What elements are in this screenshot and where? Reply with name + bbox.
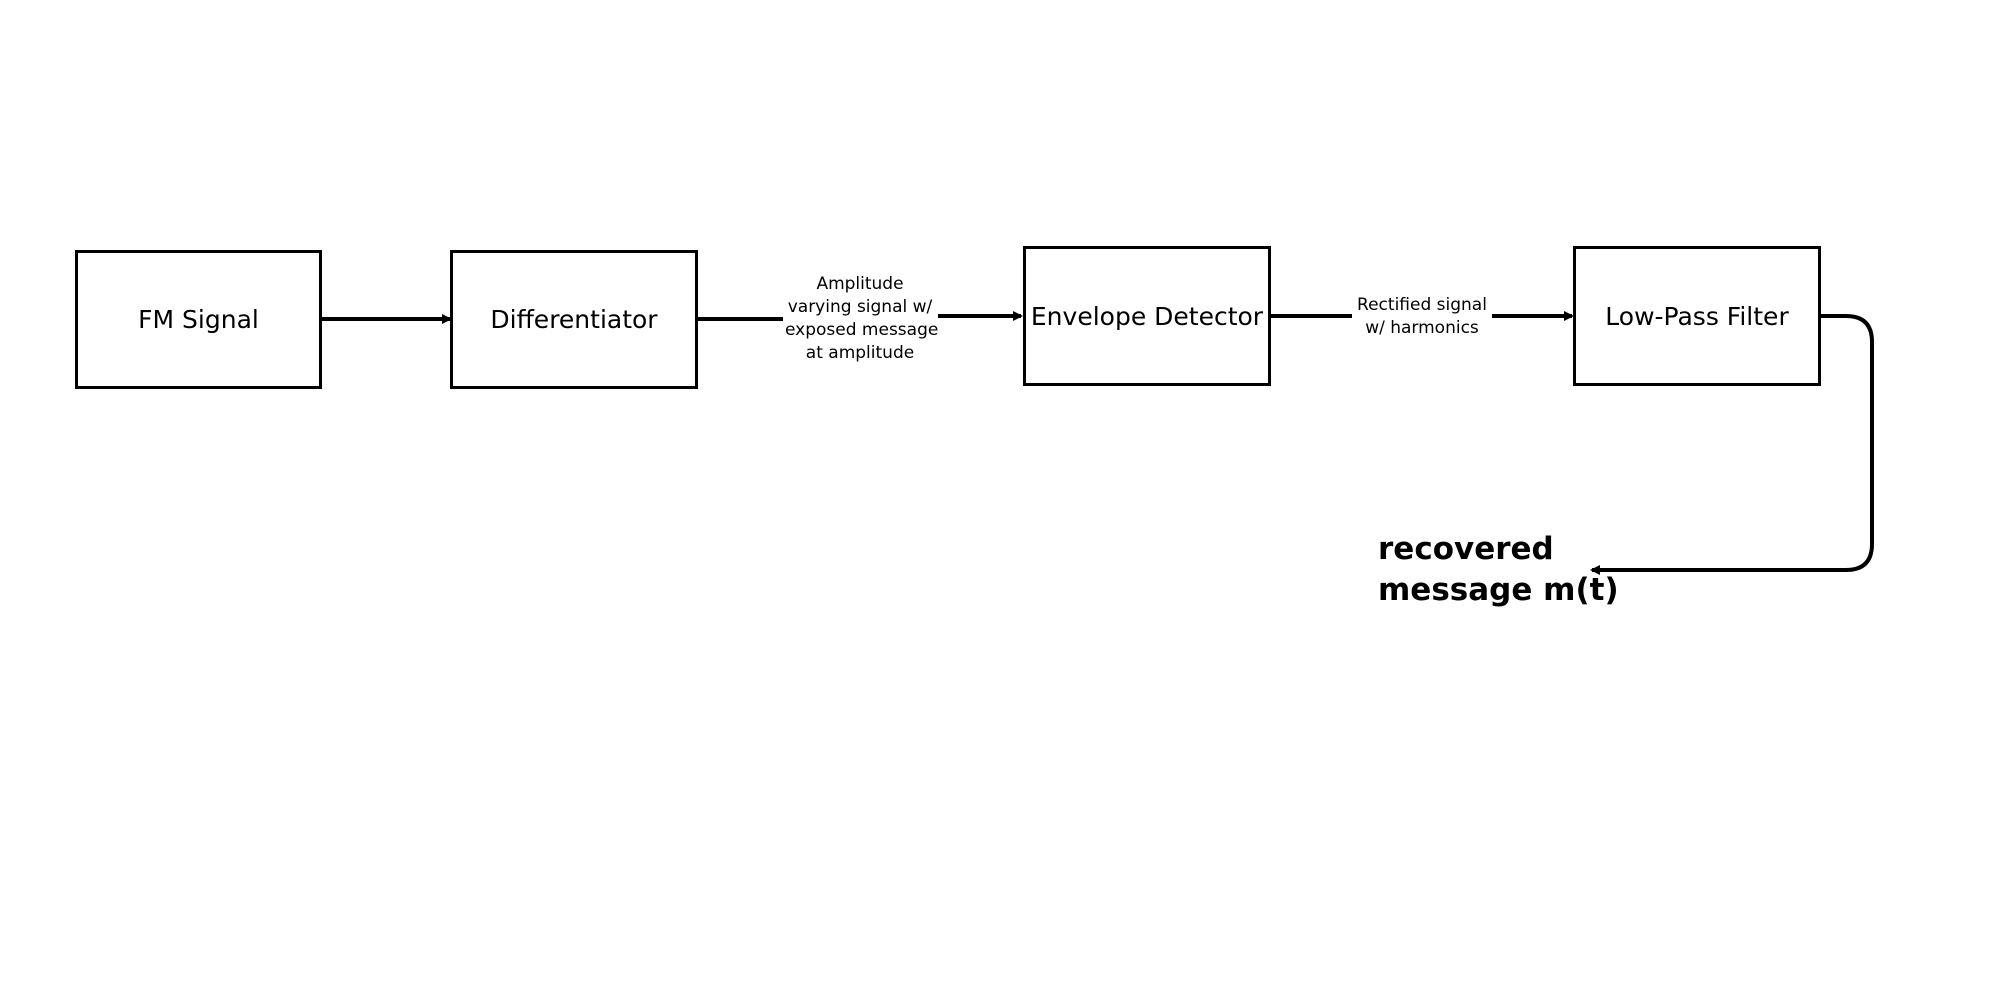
- differentiator-label: Differentiator: [490, 305, 658, 334]
- edge-label-line: Amplitude: [816, 274, 904, 294]
- edge-label-line: varying signal w/: [787, 297, 933, 317]
- envelope-detector-block[interactable]: Envelope Detector: [1023, 246, 1271, 386]
- edge-label-line: Rectified signal: [1357, 295, 1487, 315]
- edge-label-line: w/ harmonics: [1365, 318, 1479, 338]
- recovered-message-label: recovered message m(t): [1378, 529, 1619, 611]
- edge-label-line: exposed message: [785, 320, 939, 340]
- differentiator-block[interactable]: Differentiator: [450, 250, 698, 389]
- low-pass-filter-block[interactable]: Low-Pass Filter: [1573, 246, 1821, 386]
- differentiator-output-label: Amplitude varying signal w/ exposed mess…: [785, 273, 939, 365]
- low-pass-filter-label: Low-Pass Filter: [1605, 301, 1789, 331]
- envelope-detector-label: Envelope Detector: [1030, 301, 1264, 331]
- fm-signal-label: FM Signal: [138, 305, 259, 334]
- output-label-line: message m(t): [1378, 572, 1619, 608]
- output-label-line: recovered: [1378, 531, 1554, 567]
- fm-signal-block[interactable]: FM Signal: [75, 250, 322, 389]
- edge-label-line: at amplitude: [805, 343, 915, 363]
- arrow-low-pass-filter-to-output: [1590, 314, 1874, 575]
- envelope-detector-output-label: Rectified signal w/ harmonics: [1354, 294, 1490, 340]
